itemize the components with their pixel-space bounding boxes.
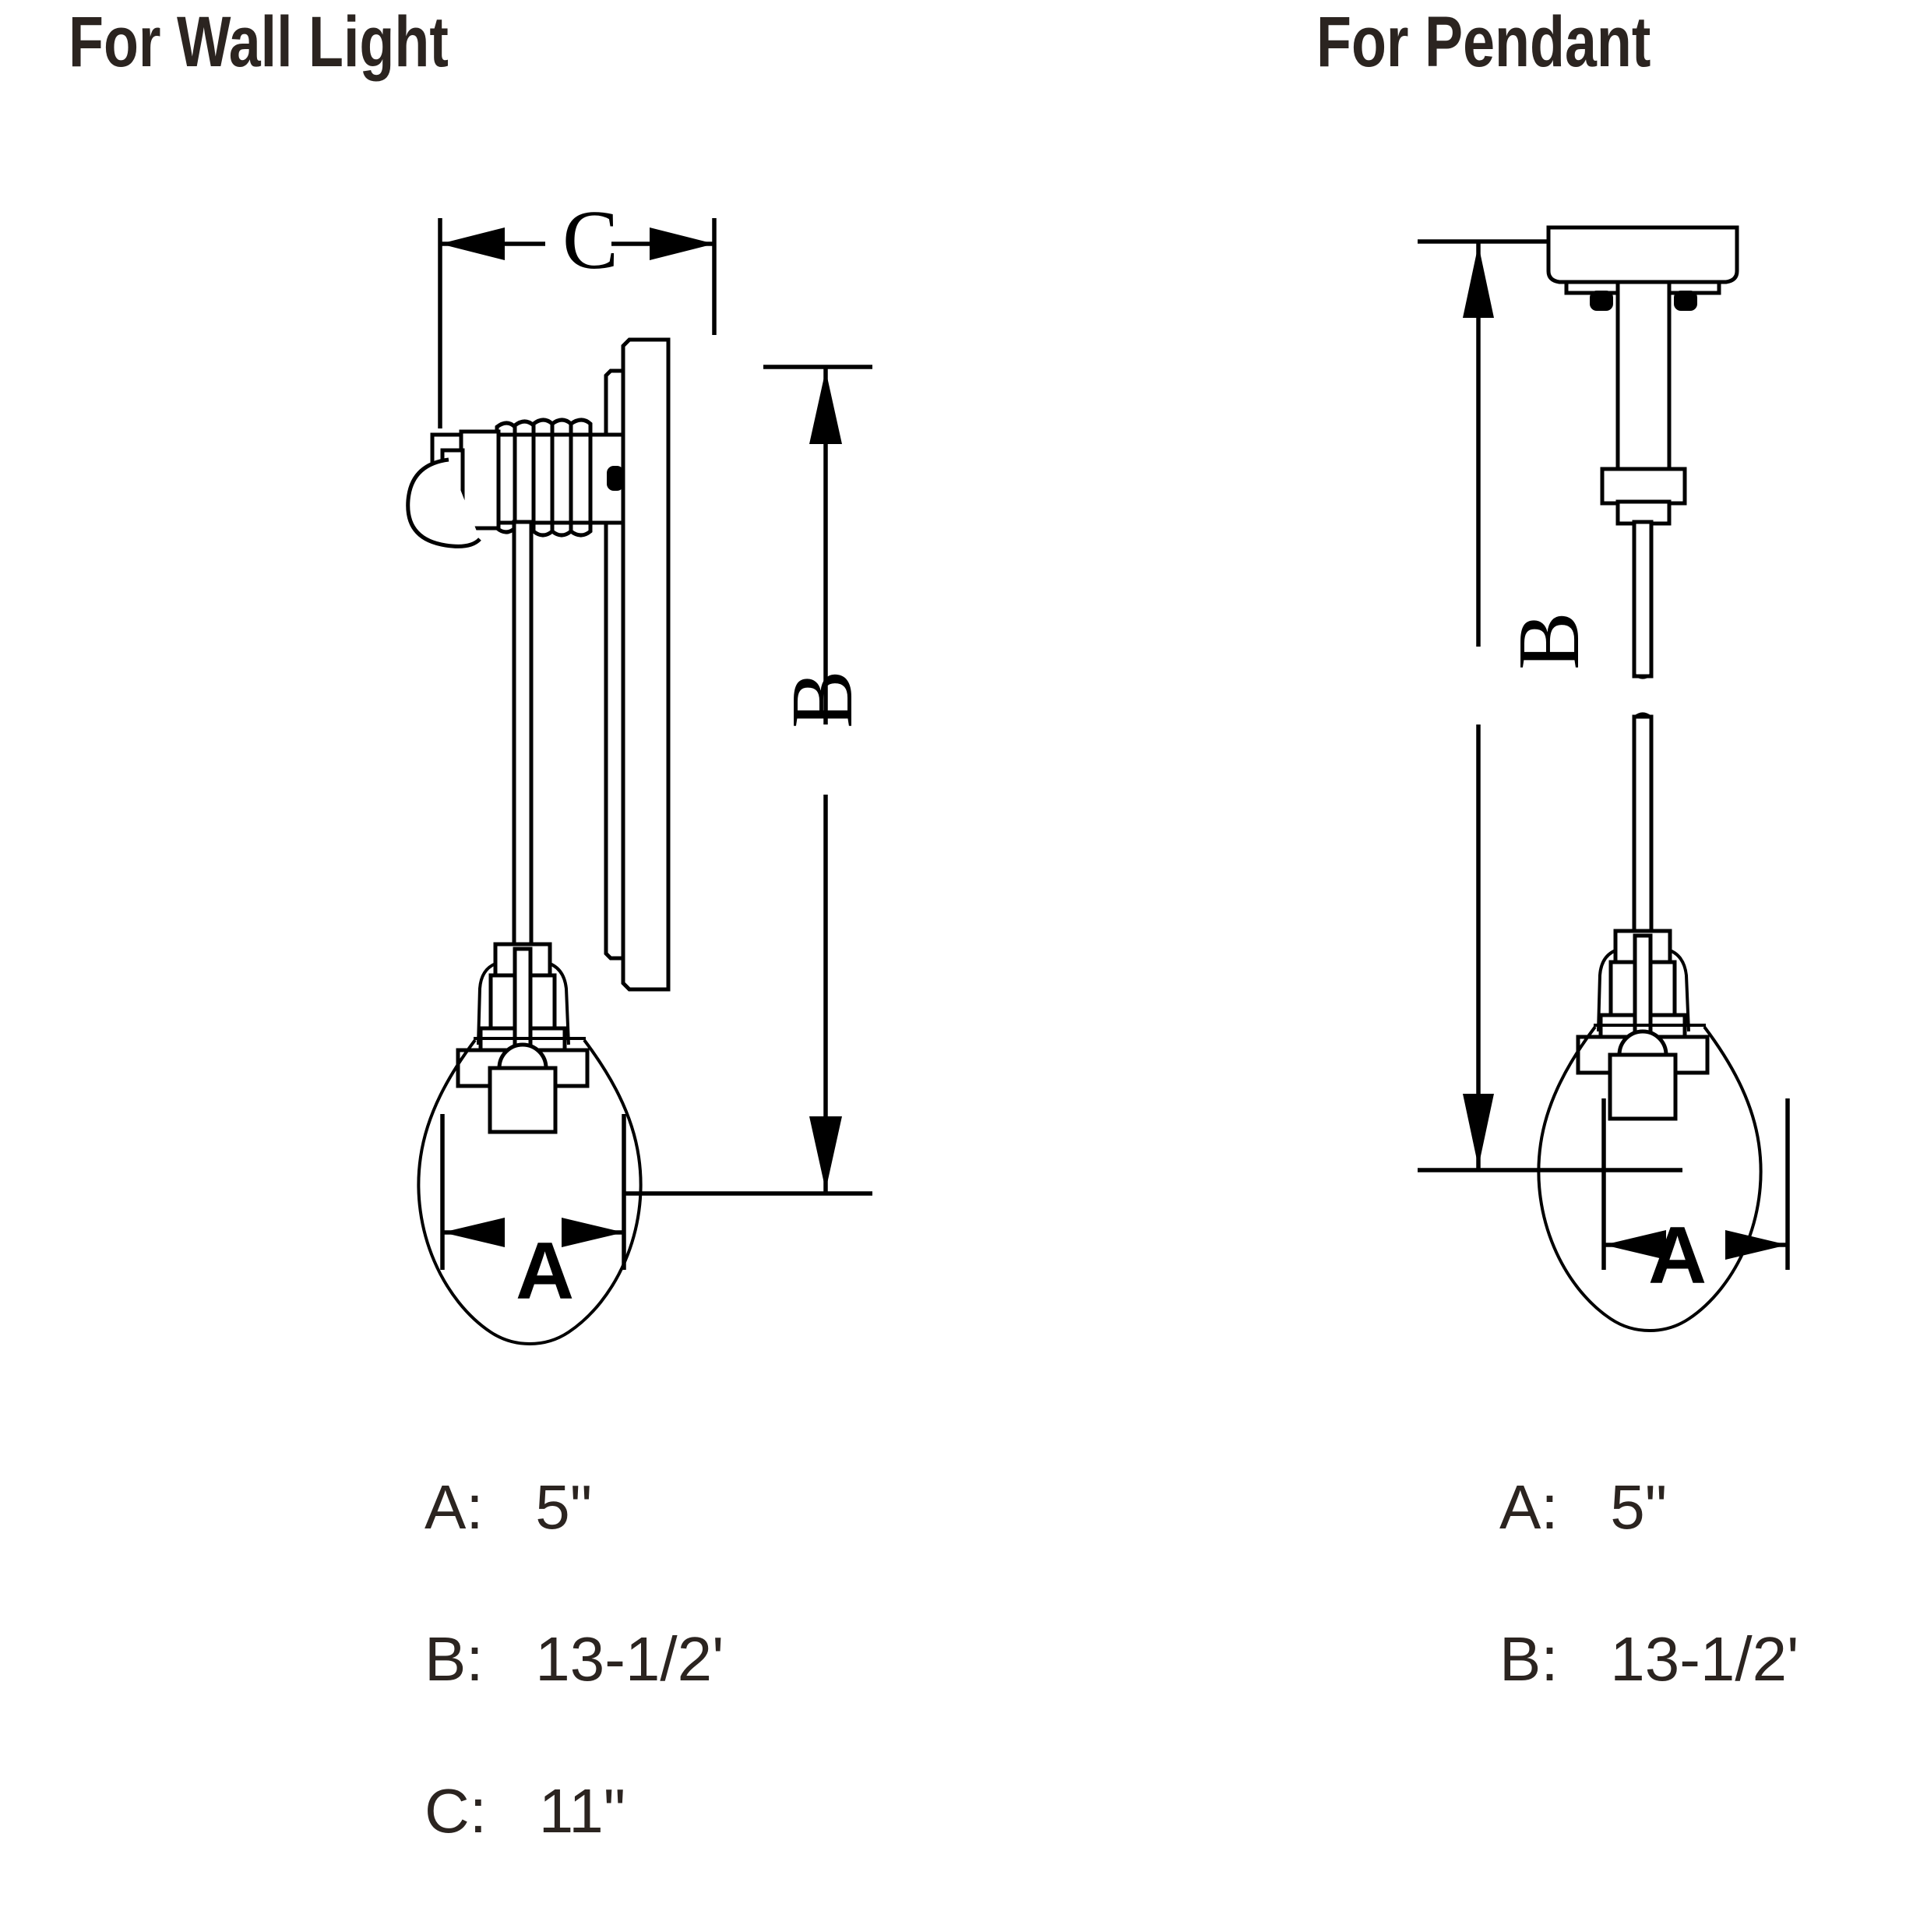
canopy-screws xyxy=(1590,291,1697,311)
hanging-cord-upper xyxy=(1632,520,1654,679)
legend-key: B: xyxy=(425,1624,484,1694)
shade-outline xyxy=(417,1038,643,1345)
wall-mount-plate xyxy=(604,337,671,992)
dim-b-arrowhead-top xyxy=(809,370,842,444)
dim-a-arrowhead-right xyxy=(1725,1230,1788,1260)
legend-value: 13-1/2' xyxy=(535,1624,724,1694)
pendant-legend: A: 5" B: 13-1/2' xyxy=(1499,1476,1799,1780)
canopy-plate xyxy=(1546,225,1739,284)
legend-key: A: xyxy=(1499,1472,1559,1542)
downrod xyxy=(1615,280,1672,475)
socket-lower-body xyxy=(488,1066,558,1134)
wall-light-drawing xyxy=(296,179,935,1363)
legend-key: A: xyxy=(425,1472,484,1542)
canopy-screw-right xyxy=(1674,291,1697,311)
cord-coupling xyxy=(1600,467,1687,526)
legend-value: 13-1/2' xyxy=(1610,1624,1799,1694)
wall-dim-label-b: B xyxy=(774,670,871,728)
hook-loop xyxy=(406,457,481,548)
legend-row: C: 11" xyxy=(425,1780,724,1932)
fitter-center-post xyxy=(513,947,533,1060)
dim-c-arrowhead-right xyxy=(650,227,714,260)
legend-value: 5" xyxy=(535,1472,593,1542)
cord-body xyxy=(512,520,534,999)
dim-a-arrowhead-left xyxy=(442,1218,505,1247)
cord-coil-wrap xyxy=(495,418,593,538)
arm-set-screw xyxy=(607,466,624,491)
socket-fitter-cage xyxy=(1576,929,1710,1121)
coupling-collar xyxy=(1600,467,1687,506)
wall-plate-face xyxy=(621,337,671,992)
legend-value: 5" xyxy=(1610,1472,1668,1542)
cord-hook xyxy=(406,429,501,548)
wall-dim-label-a: A xyxy=(516,1226,575,1317)
fitter-center-post xyxy=(1633,933,1653,1047)
downrod-tube xyxy=(1615,280,1672,475)
dimension-c-group xyxy=(438,218,717,428)
pendant-dim-label-a: A xyxy=(1648,1211,1707,1301)
pendant-drawing xyxy=(1371,179,1913,1363)
shade-outline xyxy=(1537,1025,1763,1332)
dimension-a-group xyxy=(440,1114,626,1270)
socket-fitter-cage xyxy=(456,942,590,1134)
wall-light-column-title: For Wall Light xyxy=(69,2,449,82)
legend-row: A: 5" xyxy=(425,1476,724,1628)
dimension-a-group xyxy=(1601,1098,1790,1270)
dimension-b-group xyxy=(1418,239,1682,1172)
legend-key: B: xyxy=(1499,1624,1559,1694)
pendant-dim-label-b: B xyxy=(1501,612,1598,670)
dim-c-arrowhead-left xyxy=(440,227,505,260)
dim-a-arrowhead-left xyxy=(1604,1230,1666,1260)
cord-upper-body xyxy=(1632,520,1654,679)
dim-b-arrowhead-bottom xyxy=(1463,1094,1494,1167)
dim-a-arrowhead-right xyxy=(562,1218,624,1247)
wall-dim-label-c: C xyxy=(562,194,619,287)
socket-lower-body xyxy=(1608,1052,1678,1121)
legend-row: B: 13-1/2' xyxy=(1499,1628,1799,1780)
teardrop-glass-shade xyxy=(1537,1024,1763,1332)
ceiling-canopy xyxy=(1546,225,1739,311)
dimension-b-group xyxy=(623,365,872,1196)
legend-value: 11" xyxy=(538,1776,626,1846)
dim-b-arrowhead-bottom xyxy=(809,1116,842,1190)
pendant-column-title: For Pendant xyxy=(1316,2,1651,82)
hanging-cord xyxy=(512,520,534,999)
canopy-screw-left xyxy=(1590,291,1613,311)
teardrop-glass-shade xyxy=(417,1037,643,1345)
wall-light-legend: A: 5" B: 13-1/2' C: 11" xyxy=(425,1476,724,1932)
legend-key: C: xyxy=(425,1776,487,1846)
cord-break-top-end xyxy=(1634,673,1651,679)
hook-block-outer xyxy=(459,429,501,531)
legend-row: A: 5" xyxy=(1499,1476,1799,1628)
legend-row: B: 13-1/2' xyxy=(425,1628,724,1780)
dim-b-arrowhead-top xyxy=(1463,245,1494,318)
